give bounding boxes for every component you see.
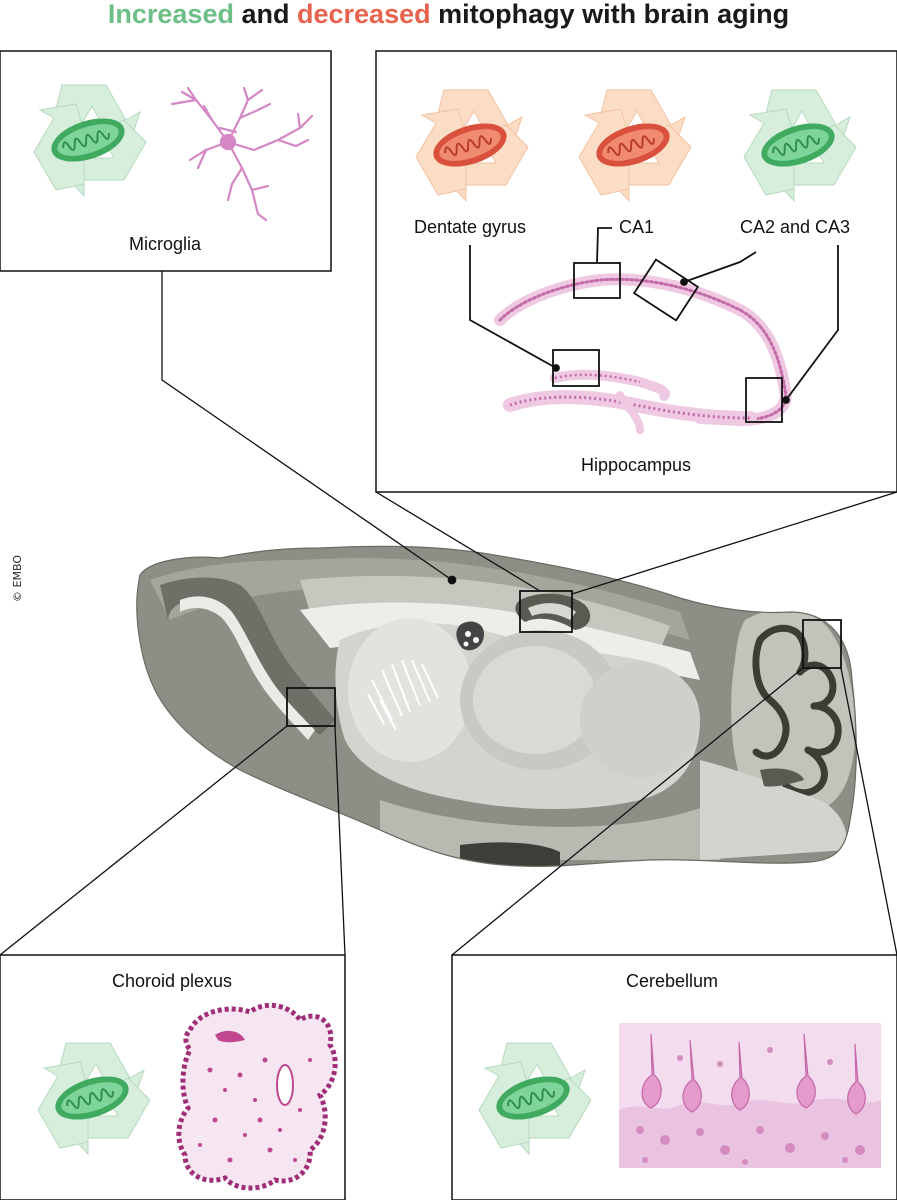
title-and: and <box>241 0 290 29</box>
title-decreased: decreased <box>297 0 431 29</box>
ca1-label: CA1 <box>619 217 654 237</box>
connector-lines <box>0 271 897 956</box>
cerebellum-label: Cerebellum <box>626 971 718 991</box>
figure-title: Increased and decreased mitophagy with b… <box>0 0 897 28</box>
brain-choroid-plexus-box <box>286 687 336 727</box>
cerebellum-recycle-icon <box>478 1042 592 1155</box>
choroid-plexus-histology <box>176 1002 338 1191</box>
ca1-mitochondrion-icon <box>596 123 670 167</box>
choroid-plexus-mitochondrion-icon <box>55 1076 129 1120</box>
ca2-ca3-recycle-icon <box>743 89 857 202</box>
microglia-recycle-icon <box>33 84 147 197</box>
choroid-plexus-label: Choroid plexus <box>112 971 232 991</box>
microglia-cell-icon <box>170 86 314 222</box>
dentate-gyrus-mitochondrion-icon <box>433 123 507 167</box>
ca2-box <box>632 258 700 322</box>
cerebellum-histology <box>619 1023 881 1168</box>
ca2-ca3-label: CA2 and CA3 <box>740 217 850 237</box>
title-increased: Increased <box>107 0 234 29</box>
choroid-plexus-recycle-icon <box>37 1042 151 1155</box>
sagittal-brain-section <box>136 545 857 867</box>
microglia-mitochondrion-icon <box>51 118 125 162</box>
brain-hippocampus-box <box>519 590 573 633</box>
brain-cerebellum-box <box>802 619 842 669</box>
dentate-gyrus-label: Dentate gyrus <box>414 217 526 237</box>
ca2-ca3-mitochondrion-icon <box>761 123 835 167</box>
title-rest: mitophagy with brain aging <box>438 0 790 29</box>
hippocampus-callouts <box>469 227 839 423</box>
hippocampus-tissue <box>494 273 792 434</box>
ca1-recycle-icon <box>578 89 692 202</box>
cerebellum-mitochondrion-icon <box>496 1076 570 1120</box>
ca3-box <box>745 377 783 423</box>
microglia-label: Microglia <box>129 234 202 254</box>
hippocampus-label: Hippocampus <box>581 455 691 475</box>
dentate-gyrus-recycle-icon <box>415 89 529 202</box>
